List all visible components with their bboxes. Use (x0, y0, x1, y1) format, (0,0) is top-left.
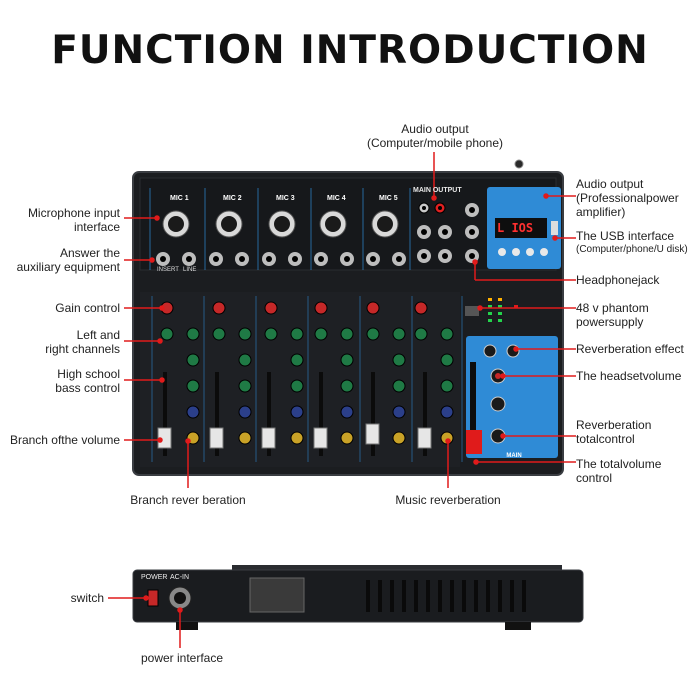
callout-power-interface: power interface (140, 651, 224, 665)
rear-power-label: POWER (141, 574, 168, 581)
main-section-label: MAIN (506, 453, 522, 459)
channel-2-label: MIC 2 (223, 195, 242, 202)
callout-branch-volume: Branch ofthe volume (9, 433, 120, 447)
mixer-top-panel (132, 159, 564, 476)
callout-usb-interface: The USB interface(Computer/phone/U disk) (576, 229, 688, 255)
callout-headset-volume: The headsetvolume (576, 369, 682, 383)
mp3-display: L IOS (497, 221, 534, 235)
rear-ac-in-label: AC-IN (170, 574, 190, 581)
channel-1-label: MIC 1 (170, 195, 189, 202)
callout-lines (108, 152, 576, 648)
mic-xlr-inputs (162, 210, 399, 238)
channel-4-label: MIC 4 (327, 195, 346, 202)
channel-5-label: MIC 5 (379, 195, 398, 202)
channel-faders (157, 372, 432, 456)
callout-headphone-jack: Headphonejack (576, 273, 660, 287)
channel-3-label: MIC 3 (276, 195, 295, 202)
line-label: LINE (183, 267, 197, 273)
insert-label: INSERT (157, 267, 179, 273)
main-output-label: MAIN OUTPUT (413, 187, 462, 194)
callout-branch-reverb: Branch rever beration (130, 493, 246, 507)
page-title: FUNCTION INTRODUCTION (51, 28, 649, 73)
line-insert-jacks (156, 252, 406, 266)
callout-audio-output-computer: Audio output(Computer/mobile phone) (366, 122, 504, 150)
callout-switch: switch (70, 591, 104, 605)
callout-music-reverb: Music reverberation (395, 493, 501, 507)
callout-reverb-effect: Reverberation effect (576, 342, 684, 356)
callout-gain-control: Gain control (55, 301, 120, 315)
mixer-rear-panel (132, 565, 584, 630)
